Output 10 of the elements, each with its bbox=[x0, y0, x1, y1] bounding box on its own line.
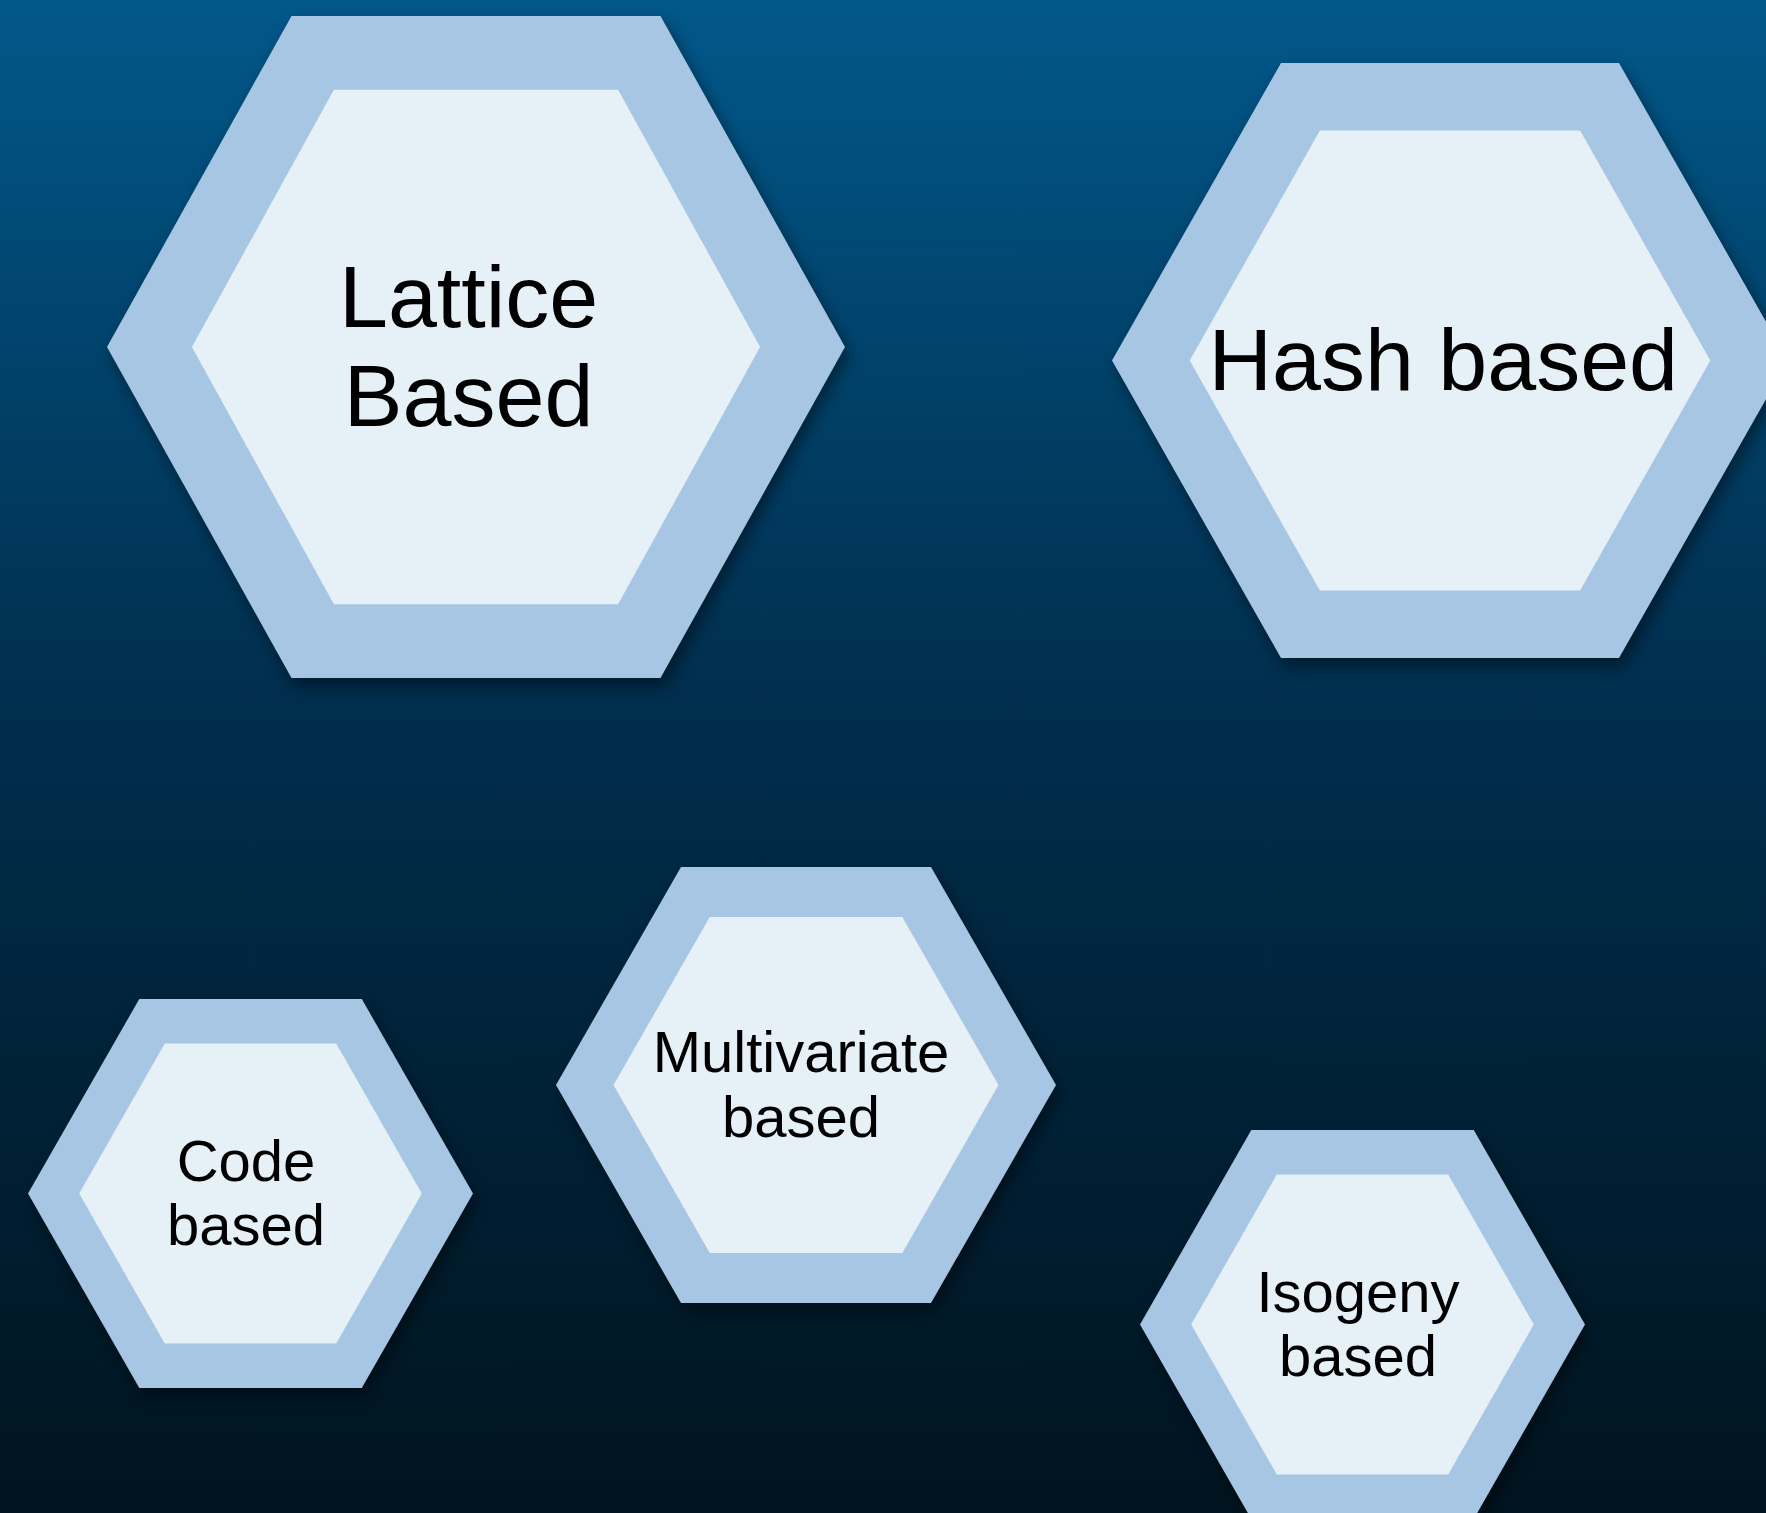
hexagon-node bbox=[556, 867, 1056, 1303]
hexagon-node bbox=[1112, 63, 1766, 658]
node-label: Hash based bbox=[1208, 311, 1679, 410]
node-label: Multivariate based bbox=[651, 1020, 951, 1150]
node-label: Code based bbox=[166, 1128, 327, 1259]
hexagon-node bbox=[28, 999, 473, 1388]
node-label: Isogeny based bbox=[1255, 1259, 1461, 1390]
hexagon-node bbox=[1140, 1130, 1585, 1513]
node-label: Lattice Based bbox=[337, 248, 600, 446]
hexagon-node bbox=[107, 16, 845, 678]
